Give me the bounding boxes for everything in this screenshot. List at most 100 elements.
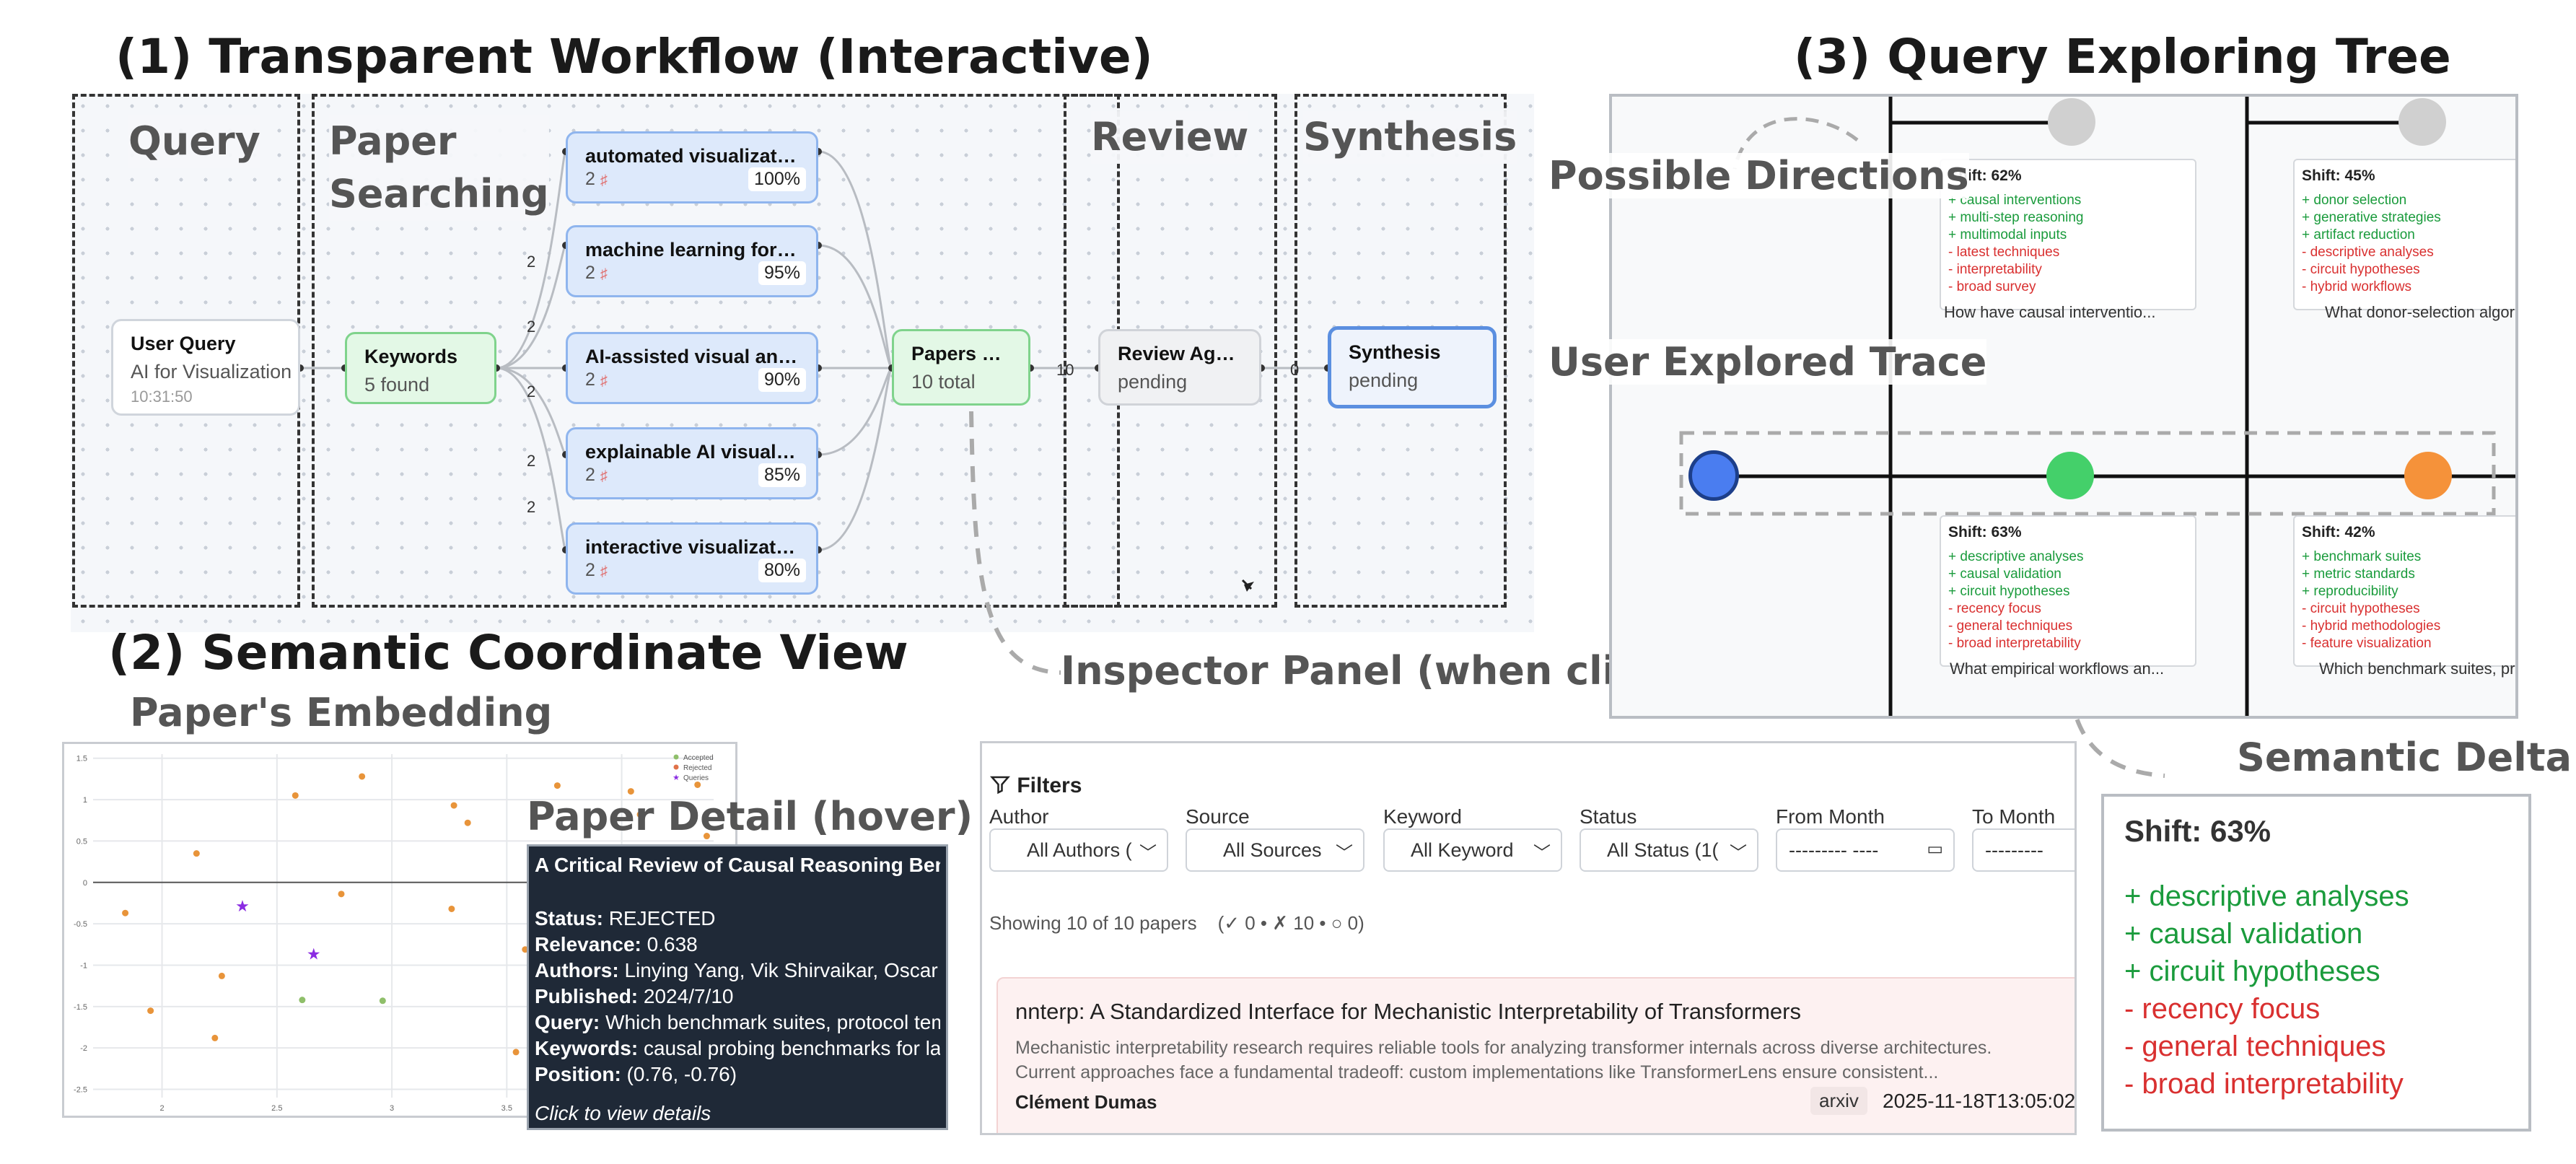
search-node[interactable]: AI-assisted visual analyt... 2 ♯ 90% [566,332,818,404]
author-select[interactable]: All Authors (﹀ [989,828,1168,872]
paper-date: 2025-11-18T13:05:02Z [1883,1090,2077,1112]
paper-card[interactable]: nnterp: A Standardized Interface for Mec… [996,977,2077,1133]
to-month-input[interactable]: --------- [1972,828,2075,872]
x-tick-label: 2 [159,1104,164,1113]
direction-card[interactable]: Shift: 42% + benchmark suites + metric s… [2293,515,2515,667]
stage-label-synthesis: Synthesis [1303,111,1517,164]
paper-detail-tooltip[interactable]: A Critical Review of Causal Reasoning Be… [527,844,948,1130]
semantic-delta-callout: Semantic Delta [2237,735,2572,780]
tooltip-title: A Critical Review of Causal Reasoning Be… [535,854,940,876]
paper-point [359,773,366,780]
edge-label: 2 [527,253,535,271]
direction-card[interactable]: Shift: 45% + donor selection + generativ… [2293,159,2515,310]
paper-point [694,781,701,788]
filter-label-to-month: To Month [1972,805,2056,828]
filter-icon [989,776,1011,795]
chevron-down-icon: ﹀ [1730,844,1747,863]
paper-point [379,997,386,1005]
stage-label-query: Query [128,115,260,168]
paper-count: 2 ♯ [585,465,608,485]
paper-title[interactable]: nnterp: A Standardized Interface for Mec… [1015,999,1801,1024]
search-node[interactable]: machine learning for dat... 2 ♯ 95% [566,225,818,297]
delta-shift: Shift: 63% [2124,814,2271,848]
y-tick-label: -2 [80,1044,87,1053]
tooltip-published: Published: 2024/7/10 [535,985,734,1007]
tooltip-status: Status: REJECTED [535,907,716,929]
y-tick-label: 1.5 [76,755,87,763]
chevron-down-icon: ﹀ [1336,844,1353,863]
showing-count: Showing 10 of 10 papers (✓ 0 • ✗ 10 • ○ … [989,912,1364,934]
tree-node-root[interactable] [1688,450,1739,501]
direction-card[interactable]: Shift: 63% + descriptive analyses + caus… [1940,515,2196,667]
chevron-down-icon: ﹀ [1139,844,1157,863]
paper-point [147,1007,154,1015]
delta-item: + circuit hypotheses [2124,955,2380,987]
tooltip-position: Position: (0.76, -0.76) [535,1063,737,1085]
inspector-panel[interactable]: Filters Author Source Keyword Status Fro… [980,741,2077,1135]
keyword-select[interactable]: All Keyword﹀ [1383,828,1562,872]
delta-item: - recency focus [2124,993,2321,1025]
filter-label-source: Source [1186,805,1250,828]
paper-count: 2 ♯ [585,263,608,283]
paper-point [292,792,299,799]
filter-label-keyword: Keyword [1383,805,1462,828]
edge-label: 2 [527,452,535,470]
edge-label: 2 [527,318,535,336]
delta-item: + causal validation [2124,918,2363,950]
explored-trace-callout: User Explored Trace [1548,339,1987,385]
tooltip-query: Query: Which benchmark suites, protocol … [535,1011,940,1033]
legend-label: Queries [683,774,709,782]
synthesis-node[interactable]: Synthesis pending [1328,326,1497,408]
delta-item: - broad interpretability [2124,1068,2404,1100]
paper-count: 2 ♯ [585,169,608,189]
paper-point [627,788,634,795]
from-month-input[interactable]: --------- ---- ▭ [1776,828,1955,872]
embedding-callout: Paper's Embedding [130,690,553,735]
stage-review [1064,94,1277,608]
tree-edges [1679,97,2515,716]
search-node[interactable]: automated visualization ... 2 ♯ 100% [566,131,818,204]
chevron-down-icon: ﹀ [1533,844,1551,863]
status-select[interactable]: All Status (1(﹀ [1580,828,1758,872]
paper-point [448,905,455,912]
legend-marker: ★ [673,773,680,782]
relevance-badge: 85% [758,463,806,487]
source-select[interactable]: All Sources﹀ [1186,828,1364,872]
search-node[interactable]: explainable AI visualizati... 2 ♯ 85% [566,427,818,499]
card-caption: How have causal interventio... [1944,303,2156,321]
paper-count: 2 ♯ [585,369,608,390]
x-tick-label: 3 [390,1104,394,1113]
tree-node-possible[interactable] [2048,98,2095,146]
paper-point [512,1049,520,1056]
tree-node-explored[interactable] [2404,452,2452,499]
review-agent-node[interactable]: Review Agent pending [1098,329,1261,406]
papers-pool-node[interactable]: Papers Pool 10 total [892,329,1030,406]
tree-node-explored[interactable] [2046,452,2094,499]
paper-point [211,1034,219,1041]
tree-title: (3) Query Exploring Tree [1794,29,2451,84]
y-tick-label: -2.5 [74,1086,87,1095]
y-tick-label: -1 [80,961,87,970]
tree-node-possible[interactable] [2398,98,2446,146]
card-caption: What donor-selection algori... [2325,303,2518,321]
legend-label: Accepted [683,754,714,762]
paper-count: 2 ♯ [585,560,608,580]
y-tick-label: -1.5 [74,1003,87,1012]
user-query-node[interactable]: User Query AI for Visualization 10:31:50 [111,319,300,416]
direction-card[interactable]: Shift: 62% + causal interventions + mult… [1940,159,2196,310]
legend-marker [673,754,679,760]
paper-abstract-line: Current approaches face a fundamental tr… [1015,1062,1939,1082]
x-tick-label: 3.5 [501,1104,512,1113]
y-tick-label: -0.5 [74,920,87,929]
paper-author: Clément Dumas [1015,1091,1157,1113]
search-node[interactable]: interactive visualization ... 2 ♯ 80% [566,522,818,595]
query-star: ★ [307,945,321,963]
paper-point [299,997,306,1004]
paper-point [636,811,644,818]
keywords-node[interactable]: Keywords 5 found [345,332,496,404]
calendar-icon[interactable]: ▭ [1927,839,1943,859]
tooltip-hint: Click to view details [535,1102,711,1124]
paper-point [703,833,710,840]
